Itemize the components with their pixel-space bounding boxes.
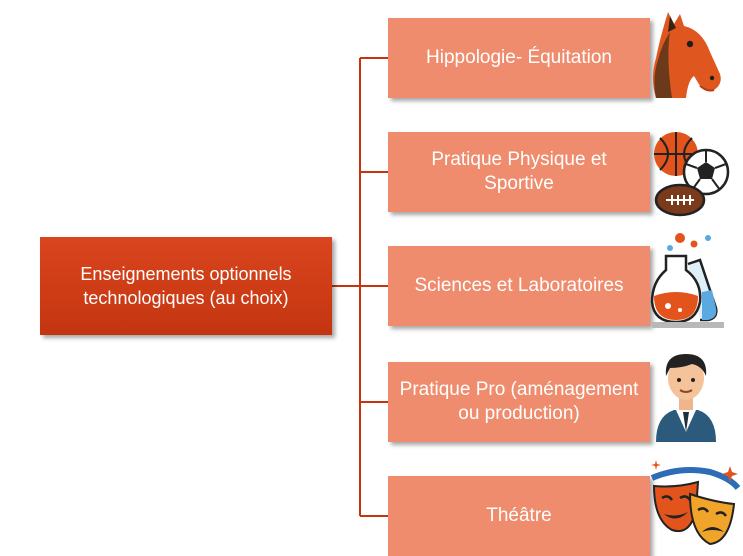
option-label: Pratique Pro (aménagement ou production): [399, 379, 639, 424]
businessman-icon: [652, 346, 720, 442]
option-label: Hippologie- Équitation: [426, 47, 612, 68]
option-box-sport: Pratique Physique et Sportive: [388, 132, 650, 212]
root-node: Enseignements optionnels technologiques …: [40, 237, 332, 335]
lab-flasks-icon: [650, 230, 726, 330]
option-label: Théâtre: [486, 505, 552, 526]
option-label: Pratique Physique et Sportive: [431, 149, 607, 194]
root-label: Enseignements optionnels technologiques …: [80, 264, 292, 308]
option-label: Sciences et Laboratoires: [414, 275, 624, 296]
option-box-sciences: Sciences et Laboratoires: [388, 246, 650, 326]
option-box-theatre: Théâtre: [388, 476, 650, 556]
sports-balls-icon: [650, 128, 730, 222]
option-box-pratique-pro: Pratique Pro (aménagement ou production): [388, 362, 650, 442]
option-box-hippologie: Hippologie- Équitation: [388, 18, 650, 98]
theater-masks-icon: [650, 458, 740, 553]
horse-icon: [650, 8, 724, 100]
